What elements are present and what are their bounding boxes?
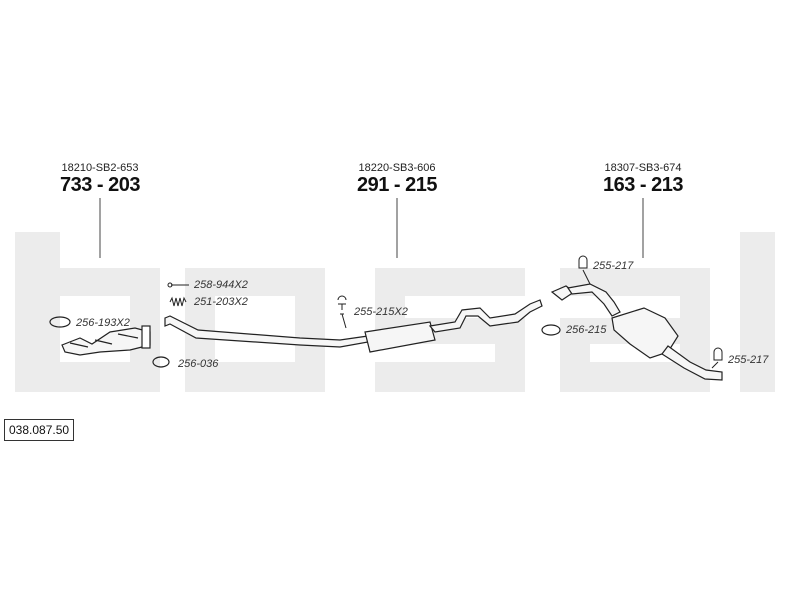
rear-silencer <box>550 283 723 381</box>
hanger-icon <box>337 295 347 329</box>
accessory-label[interactable]: 251-203X2 <box>194 296 248 308</box>
hanger-icon <box>711 347 723 369</box>
gasket-ring-icon <box>49 316 71 328</box>
diagram-number: 038.087.50 <box>4 419 75 441</box>
accessory-label[interactable]: 256-193X2 <box>76 317 130 329</box>
accessory-label[interactable]: 256-215 <box>566 324 607 336</box>
accessory-label[interactable]: 256-036 <box>178 358 219 370</box>
part-number-middle-silencer[interactable]: 291 - 215 <box>356 174 438 196</box>
part-number-rear-silencer[interactable]: 163 - 213 <box>602 174 684 196</box>
oe-number-middle-silencer: 18220-SB3-606 <box>358 162 436 174</box>
front-pipe <box>61 325 151 356</box>
bolt-icon <box>167 282 189 288</box>
oe-number-rear-silencer: 18307-SB3-674 <box>604 162 682 174</box>
accessory-label[interactable]: 255-215X2 <box>354 306 408 318</box>
oe-number-front-pipe: 18210-SB2-653 <box>61 162 139 174</box>
hanger-icon <box>578 255 591 285</box>
accessory-label[interactable]: 258-944X2 <box>194 279 248 291</box>
accessory-label[interactable]: 255-217 <box>593 260 634 272</box>
middle-silencer-pipe <box>164 299 543 353</box>
spring-icon <box>169 296 187 307</box>
gasket-ring-icon <box>152 356 170 368</box>
accessory-label[interactable]: 255-217 <box>728 354 769 366</box>
part-number-front-pipe[interactable]: 733 - 203 <box>59 174 141 196</box>
gasket-ring-icon <box>541 324 561 336</box>
